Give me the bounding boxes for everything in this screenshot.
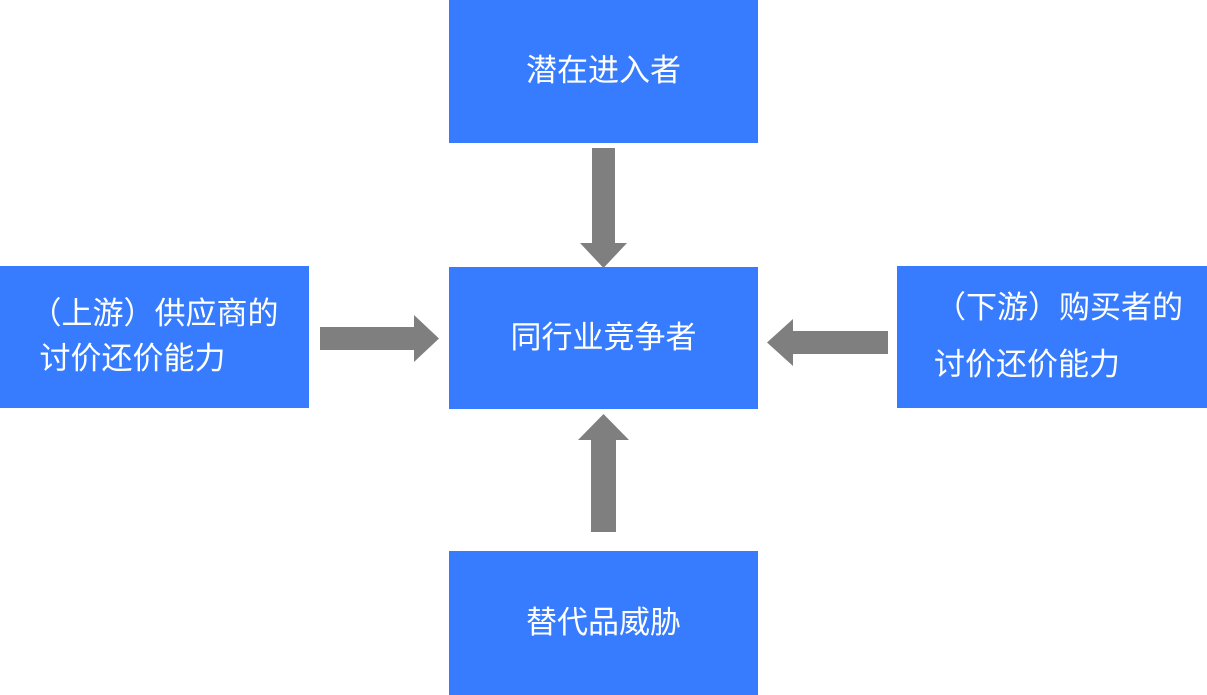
- node-buyers: （下游）购买者的 讨价还价能力: [897, 266, 1207, 408]
- edge-suppliers-to-competitors: [320, 315, 439, 362]
- arrow-left-icon: [767, 319, 888, 366]
- node-suppliers: （上游）供应商的 讨价还价能力: [0, 266, 309, 408]
- node-buyers-label-line1: （下游）购买者的: [935, 290, 1183, 327]
- node-potential-entrants-label: 潜在进入者: [526, 53, 681, 90]
- arrow-right-icon: [320, 315, 439, 362]
- node-suppliers-label-line2: 讨价还价能力: [39, 341, 226, 377]
- edge-substitutes-to-competitors: [578, 414, 629, 532]
- edge-potential-entrants-to-competitors: [580, 148, 627, 268]
- node-industry-competitors: 同行业竞争者: [449, 267, 758, 409]
- node-buyers-label-line2: 讨价还价能力: [934, 347, 1120, 383]
- arrow-up-icon: [578, 414, 629, 532]
- edge-buyers-to-competitors: [767, 319, 888, 366]
- node-industry-competitors-label: 同行业竞争者: [510, 319, 697, 356]
- node-potential-entrants: 潜在进入者: [449, 0, 758, 143]
- node-suppliers-label-line1: （上游）供应商的: [30, 296, 279, 333]
- node-substitutes: 替代品威胁: [449, 551, 758, 695]
- arrow-down-icon: [580, 148, 627, 268]
- node-substitutes-label: 替代品威胁: [526, 604, 681, 641]
